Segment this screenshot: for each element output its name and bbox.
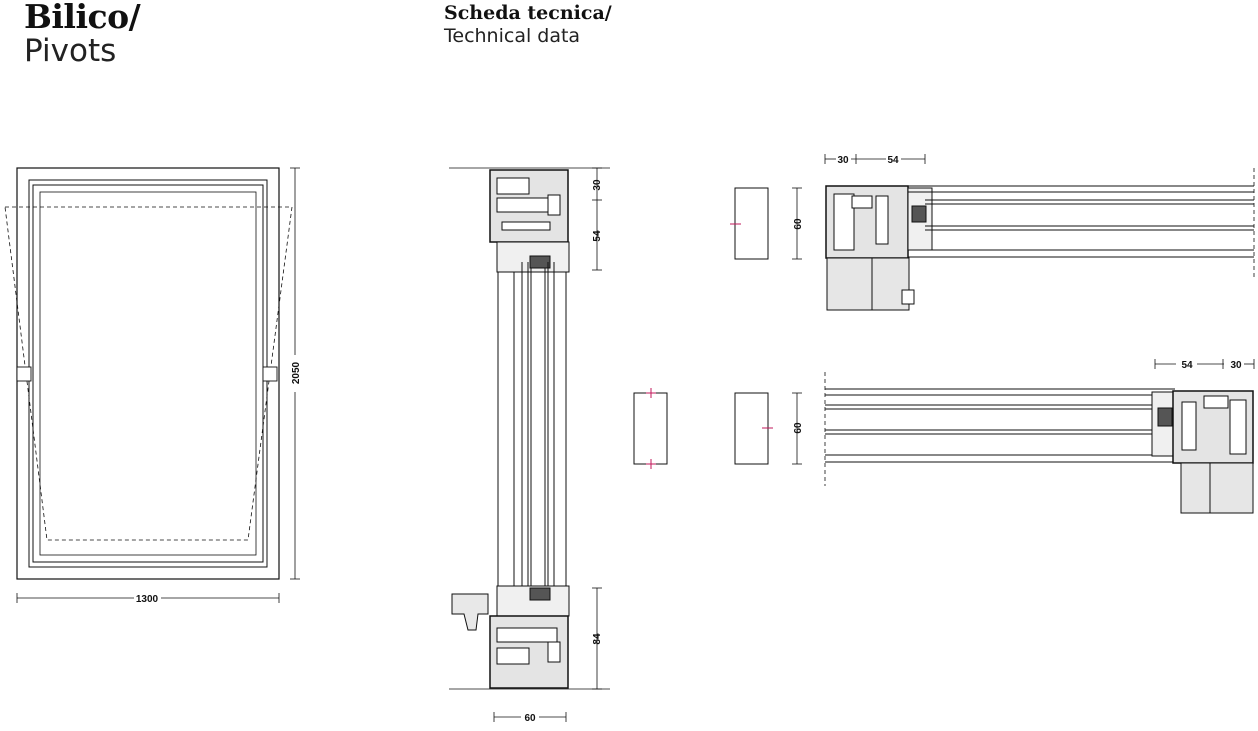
horizontal-bottom-frame-label: 30 [1230, 360, 1242, 371]
pivot-right [262, 366, 278, 382]
inner-frame [28, 179, 268, 568]
vertical-section-top-frame-label: 30 [592, 179, 603, 191]
product-title-english: Pivots [24, 33, 117, 69]
section-title-italian: Scheda tecnica [444, 2, 605, 24]
vertical-section-depth-label: 60 [524, 713, 536, 724]
sash-frame [32, 184, 264, 563]
horizontal-top-frame-label: 30 [837, 155, 849, 166]
horizontal-section-top-dimension-lines [792, 154, 926, 260]
section-title-separator: / [604, 2, 612, 24]
elevation-height-dimension [290, 167, 300, 580]
product-title-italian: Bilico [24, 0, 129, 36]
section-title-english: Technical data [444, 25, 581, 47]
front-elevation [4, 167, 293, 580]
horizontal-top-sash-label: 54 [887, 155, 899, 166]
section-title: Scheda tecnica/ Technical data [444, 4, 612, 46]
horizontal-section-bottom-dimension-lines [792, 359, 1255, 465]
horizontal-section-top [730, 168, 1255, 311]
horizontal-bottom-depth-label: 60 [793, 422, 804, 434]
vertical-section-dimension-lines [493, 167, 602, 722]
elevation-height-label: 2050 [291, 361, 302, 384]
horizontal-bottom-sash-label: 54 [1181, 360, 1193, 371]
pivot-reference-rect [633, 388, 668, 469]
product-title: Bilico/ Pivots [24, 0, 141, 69]
elevation-width-label: 1300 [136, 594, 159, 605]
vertical-section-bottom-label: 84 [592, 633, 603, 645]
elevation-width-dimension [16, 593, 280, 603]
title-separator: / [128, 0, 141, 36]
horizontal-section-bottom [734, 372, 1254, 514]
pivot-left [16, 366, 32, 382]
glass-pane [39, 191, 257, 556]
pivot-swing-outline [4, 206, 293, 541]
outer-frame [16, 167, 280, 580]
vertical-section [449, 167, 610, 690]
vertical-section-top-sash-label: 54 [592, 230, 603, 242]
horizontal-top-depth-label: 60 [793, 218, 804, 230]
